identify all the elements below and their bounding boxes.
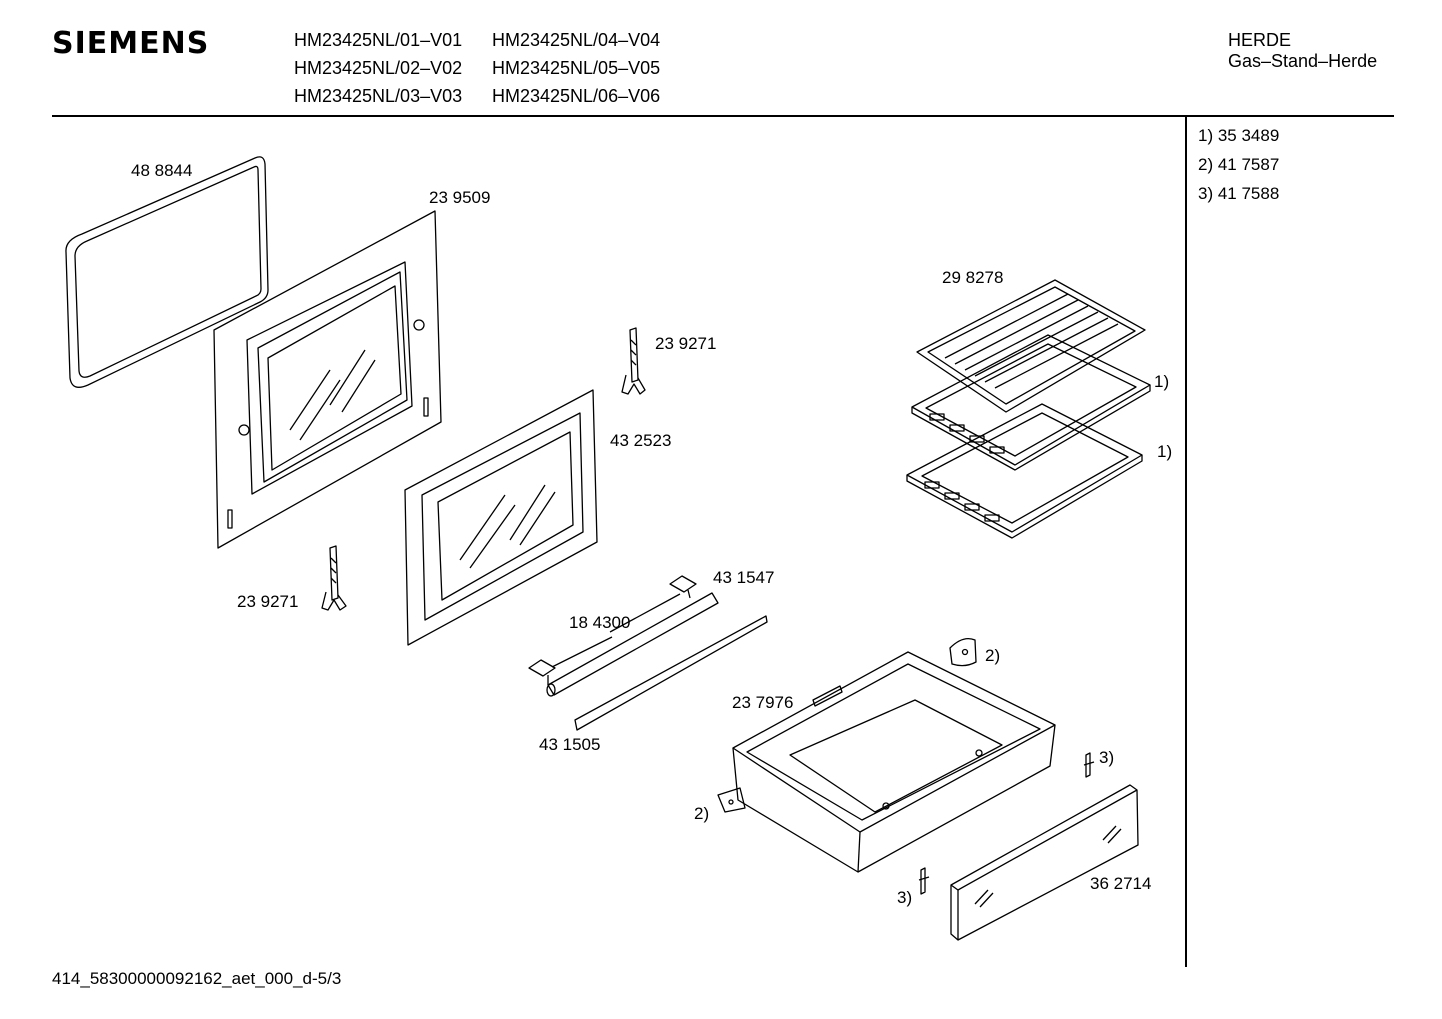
hinge-part-top (621, 327, 646, 395)
drawer-bracket-part-a (949, 637, 977, 667)
model-number: HM23425NL/05–V05 (492, 58, 661, 78)
brand-logo: SIEMENS (52, 26, 210, 61)
label-rack: 29 8278 (942, 268, 1004, 287)
column-divider (1185, 117, 1187, 967)
inner-door-panel (404, 389, 598, 646)
model-number: HM23425NL/02–V02 (294, 58, 463, 78)
header-divider (52, 115, 1394, 117)
label-seal: 48 8844 (131, 161, 193, 180)
product-category: HERDE Gas–Stand–Herde (1228, 30, 1377, 72)
drawer-clip-part-b (918, 867, 930, 895)
reference-item: 3) 41 7588 (1198, 184, 1280, 203)
baking-tray-part-lower (906, 403, 1143, 539)
label-handle: 43 1547 (713, 568, 775, 587)
label-handle-end: 18 4300 (569, 613, 631, 632)
outer-door-panel (213, 210, 442, 549)
reference-item: 1) 35 3489 (1198, 126, 1280, 145)
hinge-part-bottom (321, 545, 347, 611)
drawer-front-panel-part (950, 784, 1139, 941)
category-subtitle: Gas–Stand–Herde (1228, 51, 1378, 71)
label-tray-lower: 1) (1157, 442, 1173, 461)
label-clip-a: 3) (1099, 748, 1115, 767)
label-bracket-b: 2) (694, 804, 710, 823)
label-outer-door: 23 9509 (429, 188, 491, 207)
label-inner-door: 43 2523 (610, 431, 672, 450)
reference-item: 2) 41 7587 (1198, 155, 1280, 174)
drawer-clip-part-a (1083, 752, 1095, 778)
label-clip-b: 3) (897, 888, 913, 907)
drawer-bracket-part-b (717, 787, 746, 813)
reference-list: 1) 35 3489 2) 41 7587 3) 41 7588 (1198, 126, 1279, 213)
model-number: HM23425NL/04–V04 (492, 30, 661, 50)
model-number: HM23425NL/03–V03 (294, 86, 463, 106)
label-bracket-a: 2) (985, 646, 1001, 665)
label-hinge-bottom: 23 9271 (237, 592, 299, 611)
trim-strip-part (574, 615, 768, 731)
oven-rack-part (916, 279, 1146, 413)
document-id: 414_58300000092162_aet_000_d-5/3 (52, 969, 342, 988)
label-tray-upper: 1) (1154, 372, 1170, 391)
label-drawer: 23 7976 (732, 693, 794, 712)
model-number: HM23425NL/06–V06 (492, 86, 661, 106)
storage-drawer-part (732, 651, 1056, 873)
door-handle-part (528, 575, 719, 697)
model-list: HM23425NL/01–V01 HM23425NL/04–V04 HM2342… (294, 30, 692, 107)
label-strip: 43 1505 (539, 735, 601, 754)
category-title: HERDE (1228, 30, 1292, 50)
model-number: HM23425NL/01–V01 (294, 30, 463, 50)
door-seal-part (65, 156, 269, 388)
label-hinge-top: 23 9271 (655, 334, 717, 353)
label-drawer-front: 36 2714 (1090, 874, 1152, 893)
